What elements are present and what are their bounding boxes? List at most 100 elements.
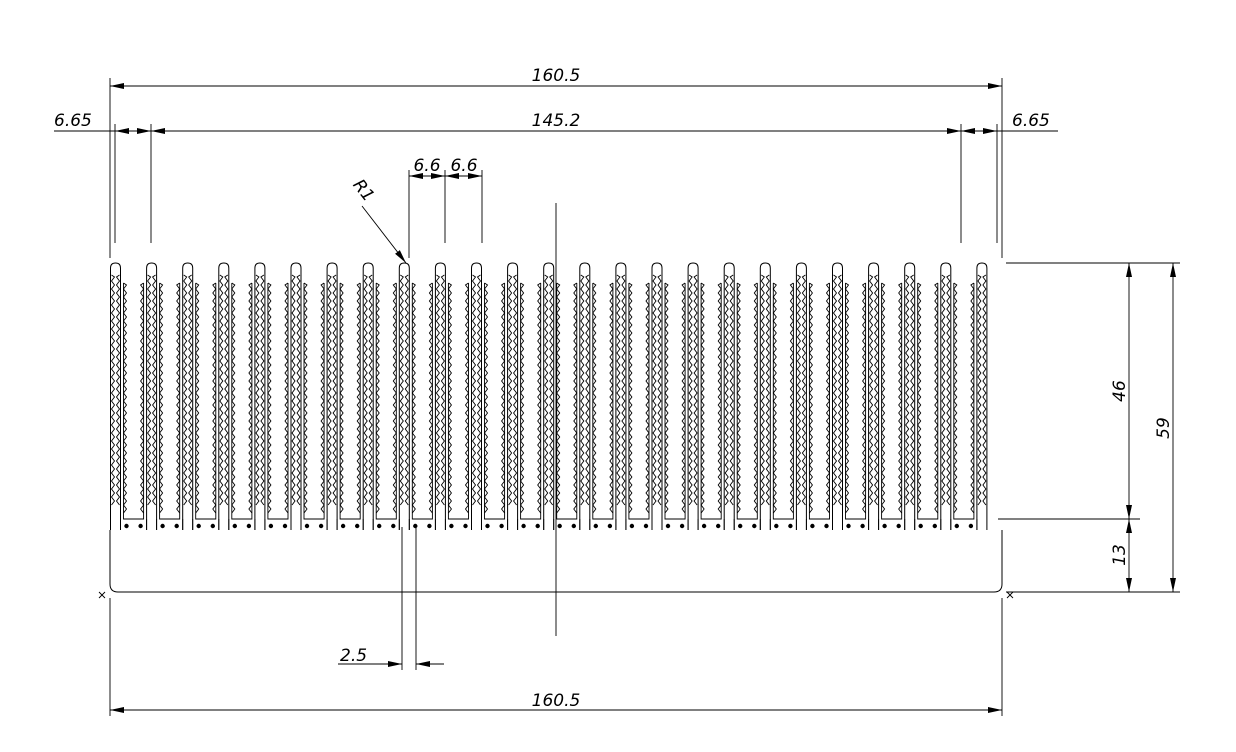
fillet-dot — [268, 523, 274, 529]
fillet-dot — [607, 523, 613, 529]
fillet-dot — [882, 523, 887, 529]
channel — [336, 282, 364, 530]
channel — [842, 282, 870, 530]
dim-fin-pitch: 6.6 6.6 — [408, 156, 483, 258]
fillet-dot — [138, 523, 143, 529]
fin — [687, 262, 699, 530]
fin — [254, 262, 266, 530]
fillet-dot — [716, 523, 721, 529]
fillet-dot — [665, 523, 671, 529]
fin — [434, 262, 446, 530]
channel — [228, 282, 256, 530]
fillet-dot — [738, 523, 743, 529]
dim-overall-width-bottom: 160.5 — [109, 598, 1003, 716]
fin — [543, 262, 555, 530]
fillet-dot — [499, 523, 504, 529]
dim-text-fin-thickness: 2.5 — [340, 646, 367, 666]
dim-fin-thickness: 2.5 — [338, 527, 444, 670]
fin — [471, 262, 482, 530]
channel — [878, 282, 906, 530]
fillet-dot — [932, 523, 937, 529]
channel — [372, 282, 400, 530]
fillet-dot — [355, 523, 360, 529]
fin — [868, 262, 880, 530]
dim-text-pitch-2: 6.6 — [450, 156, 477, 176]
fillet-dot — [463, 523, 468, 529]
fin — [507, 262, 519, 530]
channel — [300, 282, 328, 530]
fillet-dot — [485, 523, 490, 529]
fin — [651, 262, 663, 530]
fin — [398, 262, 410, 530]
dim-text-radius: R1 — [348, 176, 378, 206]
fillet-dot — [282, 523, 288, 529]
fillet-dot — [846, 523, 851, 529]
fin — [615, 262, 627, 530]
fin — [759, 262, 771, 530]
dim-radius: R1 — [348, 176, 407, 264]
fillet-dot — [304, 523, 310, 529]
fin — [110, 262, 121, 530]
fillet-dot — [377, 523, 382, 529]
channel — [553, 282, 581, 530]
fillet-dot — [701, 523, 707, 529]
fin — [182, 262, 194, 530]
fillet-dot — [521, 523, 526, 529]
fin — [940, 262, 952, 530]
channel — [769, 282, 797, 530]
channel — [517, 282, 545, 530]
fillet-dot — [571, 523, 576, 529]
fillet-dot — [824, 523, 829, 529]
fillet-dot — [593, 523, 598, 529]
channel — [120, 282, 148, 530]
fillet-dot — [918, 523, 923, 529]
channel — [697, 282, 725, 530]
channel — [589, 282, 617, 530]
fin — [362, 262, 374, 530]
fillet-dot — [174, 523, 179, 529]
fillet-dot — [196, 523, 201, 529]
fillet-dot — [449, 523, 454, 529]
fin — [904, 262, 916, 530]
channel — [661, 282, 689, 530]
channel — [805, 282, 833, 530]
fillet-dot — [232, 523, 237, 529]
dim-text-fin-height: 46 — [1110, 380, 1130, 402]
channel — [192, 282, 220, 530]
fillet-dot — [427, 523, 432, 529]
fillet-dot — [210, 523, 215, 529]
fin — [579, 262, 591, 530]
dim-overall-width-top: 160.5 — [109, 66, 1003, 258]
channel — [156, 282, 184, 530]
fin — [723, 262, 735, 530]
fillet-dot — [810, 523, 815, 529]
channel — [733, 282, 761, 530]
dim-edge-right: 6.65 — [961, 111, 1058, 134]
fillet-dot — [413, 523, 418, 529]
fillet-dot — [318, 523, 324, 529]
channel — [914, 282, 942, 530]
fin — [976, 262, 988, 530]
fillet-dot — [160, 523, 165, 529]
dim-text-pitch-1: 6.6 — [413, 156, 440, 176]
dim-text-edge-right: 6.65 — [1012, 111, 1050, 131]
channel — [444, 282, 472, 530]
channel — [481, 282, 509, 530]
fillet-dot — [643, 523, 649, 529]
fin — [218, 262, 230, 530]
fillet-dot — [246, 523, 252, 529]
fillet-dot — [788, 523, 793, 529]
fillet-dot — [340, 523, 346, 529]
dim-fin-span: 145.2 — [114, 111, 998, 243]
fillet-dot — [774, 523, 779, 529]
fillet-dot — [679, 523, 685, 529]
dim-text-fin-span: 145.2 — [532, 111, 581, 131]
fillet-dot — [752, 523, 757, 529]
fillet-dot — [391, 523, 396, 529]
channel — [950, 282, 978, 530]
dim-text-overall-bottom: 160.5 — [532, 691, 581, 711]
fin — [146, 262, 158, 530]
dim-text-edge-left: 6.65 — [54, 111, 92, 131]
corner-mark-right — [1006, 591, 1014, 599]
